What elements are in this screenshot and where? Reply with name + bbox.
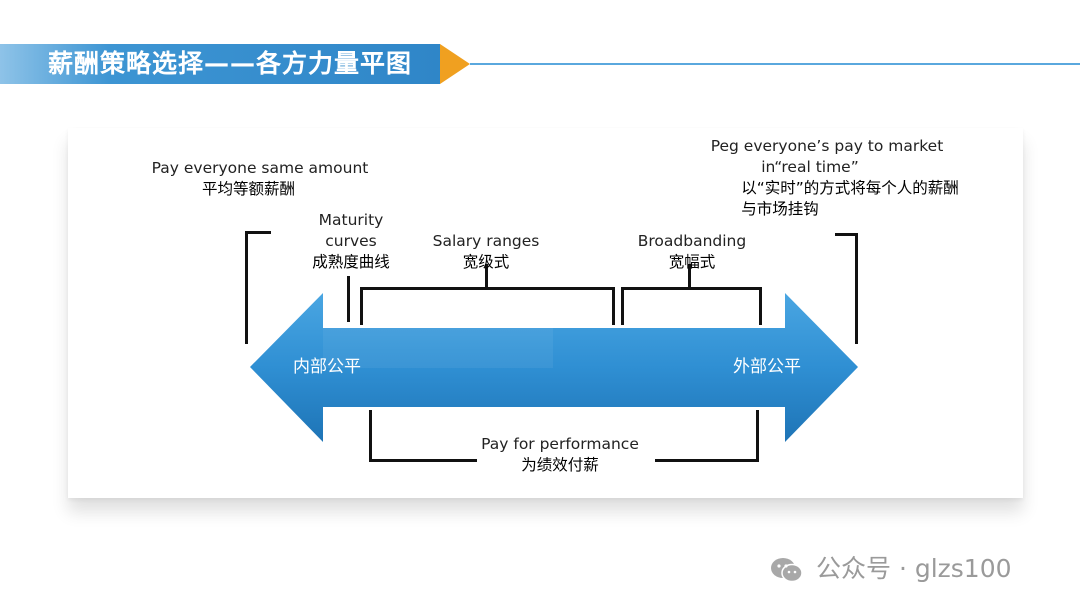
- label-salary-ranges-en: Salary ranges: [432, 232, 540, 250]
- bracket-performance-right: [655, 410, 759, 462]
- label-maturity-zh: 成熟度曲线: [312, 253, 390, 271]
- tick-salary-ranges: [485, 264, 488, 289]
- label-broadbanding: Broadbanding 宽幅式: [633, 231, 751, 273]
- bracket-broadbanding: [621, 287, 762, 325]
- bracket-performance-left: [369, 410, 477, 462]
- label-broadbanding-zh: 宽幅式: [668, 253, 716, 271]
- label-performance-zh: 为绩效付薪: [521, 456, 599, 474]
- label-salary-ranges: Salary ranges 宽级式: [420, 231, 552, 273]
- label-peg-market-en2: in“real time”: [761, 158, 859, 176]
- arrow-shine: [323, 328, 553, 368]
- label-peg-market-zh2: 与市场挂钩: [741, 200, 819, 218]
- tick-broadbanding: [688, 264, 691, 289]
- label-peg-market-zh1: 以“实时”的方式将每个人的薪酬: [741, 179, 959, 197]
- label-maturity-en2: curves: [325, 232, 377, 250]
- label-performance-en: Pay for performance: [481, 435, 639, 453]
- bracket-same-amount: [245, 231, 271, 344]
- external-equity-label: 外部公平: [733, 357, 801, 377]
- label-same-amount-en: Pay everyone same amount: [151, 159, 369, 177]
- title-divider: [470, 63, 1080, 65]
- label-peg-market: Peg everyone’s pay to market in“real tim…: [700, 136, 1000, 220]
- label-same-amount: Pay everyone same amount 平均等额薪酬: [150, 158, 370, 200]
- label-same-amount-zh: 平均等额薪酬: [202, 180, 296, 198]
- tick-maturity: [347, 276, 350, 322]
- bracket-peg-market: [835, 233, 858, 344]
- watermark-text: 公众号 · glzs100: [816, 554, 1012, 583]
- bracket-salary-ranges: [360, 287, 615, 325]
- label-salary-ranges-zh: 宽级式: [462, 253, 510, 271]
- label-maturity-en1: Maturity: [318, 211, 384, 229]
- internal-equity-label: 内部公平: [293, 357, 361, 377]
- title-banner: [0, 44, 440, 84]
- title-arrow-icon: [440, 44, 470, 84]
- label-peg-market-en1: Peg everyone’s pay to market: [710, 137, 944, 155]
- double-arrow-shape: [250, 293, 858, 442]
- label-performance: Pay for performance 为绩效付薪: [470, 434, 650, 476]
- label-broadbanding-en: Broadbanding: [637, 232, 747, 250]
- page-title: 薪酬策略选择——各方力量平图: [48, 49, 413, 78]
- wechat-icon: [771, 558, 803, 583]
- label-maturity: Maturity curves 成熟度曲线: [296, 210, 406, 273]
- diagram-panel: [68, 128, 1023, 498]
